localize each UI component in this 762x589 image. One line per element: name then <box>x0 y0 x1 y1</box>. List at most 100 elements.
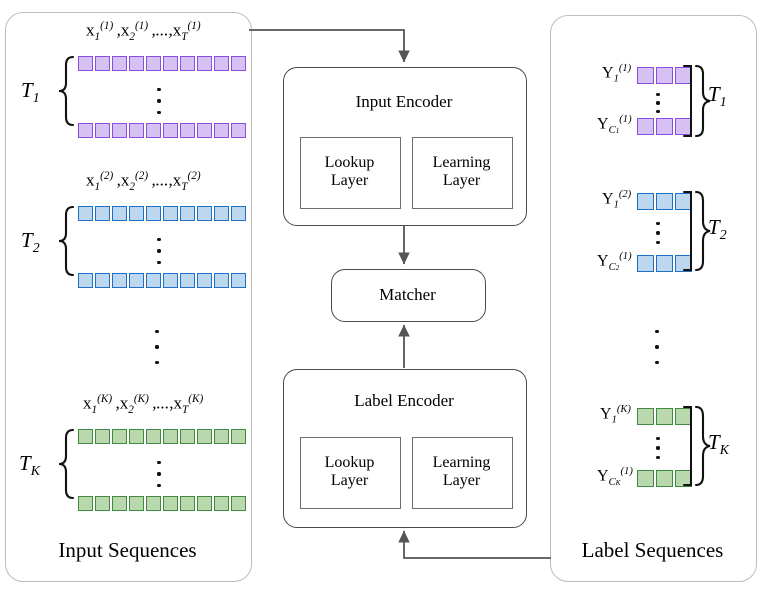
lookup-line2: Layer <box>330 172 369 189</box>
label-sequence-row <box>637 67 694 84</box>
sequence-cell <box>231 496 246 511</box>
input-encoder-learning-layer[interactable] <box>412 137 513 209</box>
learning-line1: Learning <box>432 153 491 171</box>
input-sequence-row <box>78 206 248 221</box>
sequence-cell <box>675 255 692 272</box>
input-encoder-lookup-layer[interactable] <box>300 137 401 209</box>
sequence-cell <box>95 496 110 511</box>
label-encoder-title: Label Encoder <box>354 391 454 410</box>
sequence-cell <box>180 273 195 288</box>
sequence-cell <box>78 429 93 444</box>
sequence-cell <box>231 123 246 138</box>
sequence-cell <box>78 496 93 511</box>
sequence-cell <box>129 429 144 444</box>
input-sequence-row <box>78 56 248 71</box>
sequence-cell <box>180 56 195 71</box>
sequence-cell <box>163 429 178 444</box>
sequence-cell <box>214 429 229 444</box>
input-seq-label-3: x1(K) ,x2(K) ,...,xT(K) <box>83 393 204 417</box>
sequence-cell <box>112 123 127 138</box>
sequence-cell <box>675 67 692 84</box>
vertical-ellipsis-groups <box>653 330 661 364</box>
label-encoder-lookup-layer[interactable] <box>300 437 401 509</box>
sequence-cell <box>231 273 246 288</box>
input-sequences-panel <box>5 12 252 582</box>
sequence-cell <box>146 206 161 221</box>
label-group-label-2: T2 <box>708 215 727 243</box>
sequence-cell <box>146 429 161 444</box>
vertical-ellipsis <box>655 437 661 459</box>
label-row-id-1-first: Y1(1) <box>602 63 632 85</box>
sequence-cell <box>214 56 229 71</box>
arrow-input-to-encoder <box>249 29 410 63</box>
sequence-cell <box>214 123 229 138</box>
label-row-id-3-first: Y1(K) <box>600 404 631 426</box>
input-sequences-caption: Input Sequences <box>58 538 197 562</box>
sequence-cell <box>214 273 229 288</box>
sequence-cell <box>637 118 654 135</box>
sequence-cell <box>78 273 93 288</box>
label-group-label-3: TK <box>708 430 729 458</box>
sequence-cell <box>146 496 161 511</box>
sequence-cell <box>163 206 178 221</box>
sequence-cell <box>146 273 161 288</box>
sequence-cell <box>78 206 93 221</box>
input-encoder-lookup-layer-label: Lookup Layer <box>300 137 399 207</box>
vertical-ellipsis <box>156 461 162 487</box>
label-sequence-row <box>637 193 694 210</box>
lookup-line2: Layer <box>330 472 369 489</box>
learning-line1: Learning <box>432 453 491 471</box>
sequence-cell <box>637 255 654 272</box>
sequence-cell <box>180 429 195 444</box>
label-sequence-row <box>637 118 694 135</box>
sequence-cell <box>180 123 195 138</box>
matcher-box[interactable] <box>331 269 486 322</box>
input-encoder-learning-layer-label: Learning Layer <box>412 137 511 207</box>
sequence-cell <box>95 123 110 138</box>
sequence-cell <box>656 255 673 272</box>
label-sequence-row <box>637 255 694 272</box>
label-sequences-panel <box>550 15 757 582</box>
input-sequence-row <box>78 273 248 288</box>
label-group-label-1: T1 <box>708 82 727 110</box>
sequence-cell <box>197 273 212 288</box>
sequence-cell <box>214 206 229 221</box>
input-group-label-1: T1 <box>21 78 40 106</box>
sequence-cell <box>78 56 93 71</box>
sequence-cell <box>637 408 654 425</box>
input-seq-label-1: x1(1) ,x2(1) ,...,xT(1) <box>86 20 201 44</box>
sequence-cell <box>197 206 212 221</box>
matcher-title: Matcher <box>379 284 436 304</box>
label-encoder-learning-layer[interactable] <box>412 437 513 509</box>
sequence-cell <box>163 273 178 288</box>
input-sequence-row <box>78 496 248 511</box>
sequence-cell <box>112 429 127 444</box>
label-sequence-row <box>637 470 694 487</box>
sequence-cell <box>231 206 246 221</box>
label-sequence-row <box>637 408 694 425</box>
input-seq-label-2: x1(2) ,x2(2) ,...,xT(2) <box>86 170 201 194</box>
sequence-cell <box>129 206 144 221</box>
lookup-line1: Lookup <box>324 153 375 171</box>
sequence-cell <box>675 118 692 135</box>
sequence-cell <box>95 273 110 288</box>
sequence-cell <box>146 123 161 138</box>
sequence-cell <box>675 408 692 425</box>
input-group-label-2: T2 <box>21 228 40 256</box>
sequence-cell <box>112 56 127 71</box>
learning-line2: Layer <box>442 472 481 489</box>
label-encoder-learning-layer-label: Learning Layer <box>412 437 511 507</box>
sequence-cell <box>656 470 673 487</box>
input-group-label-3: TK <box>19 451 40 479</box>
label-encoder-lookup-layer-label: Lookup Layer <box>300 437 399 507</box>
input-sequence-row <box>78 123 248 138</box>
lookup-line1: Lookup <box>324 453 375 471</box>
sequence-cell <box>129 273 144 288</box>
sequence-cell <box>163 56 178 71</box>
sequence-cell <box>231 429 246 444</box>
label-row-id-1-last: YC1(1) <box>597 114 632 136</box>
sequence-cell <box>637 67 654 84</box>
sequence-cell <box>637 193 654 210</box>
input-sequence-row <box>78 429 248 444</box>
sequence-cell <box>95 429 110 444</box>
